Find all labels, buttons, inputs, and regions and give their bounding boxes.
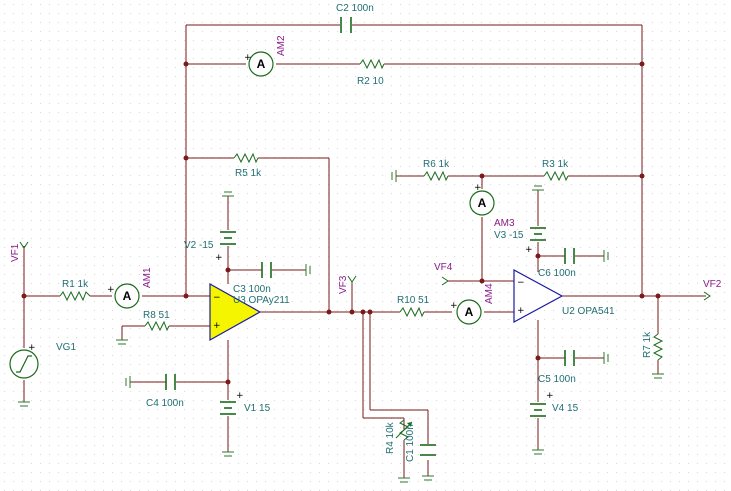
ammeter-am4[interactable]: A + xyxy=(450,299,482,325)
label-am4: AM4 xyxy=(484,283,495,304)
resistor-r2[interactable] xyxy=(359,58,385,70)
label-c6: C6 100n xyxy=(538,268,576,279)
label-r5: R5 1k xyxy=(235,168,262,179)
svg-text:+: + xyxy=(236,391,244,401)
label-r4: R4 10k xyxy=(385,421,396,454)
signal-generator-vg1[interactable]: + xyxy=(9,343,39,379)
svg-text:+: + xyxy=(28,343,36,353)
svg-text:A: A xyxy=(478,196,487,210)
resistor-r8[interactable] xyxy=(144,320,170,332)
svg-text:+: + xyxy=(215,253,223,263)
resistor-r5[interactable] xyxy=(233,152,259,164)
resistor-r10[interactable] xyxy=(399,306,425,318)
label-r2: R2 10 xyxy=(357,76,384,87)
battery-v2[interactable]: + xyxy=(215,231,236,263)
probe-vf3[interactable] xyxy=(347,275,357,283)
svg-text:+: + xyxy=(546,391,554,401)
opamp-u2[interactable]: − + xyxy=(513,268,564,324)
label-r8: R8 51 xyxy=(143,310,170,321)
label-v4: V4 15 xyxy=(552,403,579,414)
svg-text:+: + xyxy=(244,53,252,63)
label-vf1: VF1 xyxy=(10,243,21,262)
wires xyxy=(23,24,706,478)
label-u2: U2 OPA541 xyxy=(562,306,615,317)
label-r10: R10 51 xyxy=(397,295,430,306)
probe-vf2[interactable] xyxy=(703,291,711,301)
opamp-u3[interactable]: − + xyxy=(209,282,262,342)
resistor-r7[interactable] xyxy=(652,333,664,361)
capacitor-c3[interactable] xyxy=(261,262,272,278)
capacitor-c6[interactable] xyxy=(564,248,575,264)
potentiometer-r4[interactable] xyxy=(395,419,413,441)
label-u3: U3 OPAy211 xyxy=(233,295,290,306)
svg-text:A: A xyxy=(465,305,474,319)
resistor-r1[interactable] xyxy=(59,290,91,302)
label-vg1: VG1 xyxy=(56,342,76,353)
svg-text:+: + xyxy=(525,245,533,255)
label-r6: R6 1k xyxy=(423,159,450,170)
probe-vf1[interactable] xyxy=(19,241,29,252)
label-vf3: VF3 xyxy=(338,275,349,294)
ammeter-am1[interactable]: A + xyxy=(107,283,140,309)
label-v3: V3 -15 xyxy=(494,230,524,241)
label-am1: AM1 xyxy=(142,267,153,288)
capacitor-c1[interactable] xyxy=(420,444,436,456)
label-r7: R7 1k xyxy=(642,331,653,358)
ammeter-am3[interactable]: A + xyxy=(469,183,495,216)
ground-symbols xyxy=(18,170,664,483)
capacitor-c5[interactable] xyxy=(564,350,575,366)
svg-text:A: A xyxy=(123,289,132,303)
label-c2: C2 100n xyxy=(336,3,374,14)
battery-v3[interactable]: + xyxy=(525,227,546,255)
label-v2: V2 -15 xyxy=(184,240,214,251)
label-vf4: VF4 xyxy=(434,262,453,273)
label-vf2: VF2 xyxy=(703,279,722,290)
label-c1: C1 100n xyxy=(405,424,416,462)
resistor-r3[interactable] xyxy=(543,170,569,182)
svg-text:+: + xyxy=(517,306,525,316)
label-am2: AM2 xyxy=(276,35,287,56)
junction-dots xyxy=(21,61,661,385)
label-r3: R3 1k xyxy=(542,159,569,170)
label-c5: C5 100n xyxy=(538,374,576,385)
svg-text:+: + xyxy=(107,285,115,295)
svg-text:−: − xyxy=(213,293,221,303)
svg-text:A: A xyxy=(257,57,266,71)
svg-text:+: + xyxy=(474,183,482,193)
probe-vf4[interactable] xyxy=(441,276,449,286)
label-am3: AM3 xyxy=(494,218,515,229)
svg-text:+: + xyxy=(450,301,458,311)
ammeter-am2[interactable]: A + xyxy=(244,51,274,77)
label-v1: V1 15 xyxy=(244,403,271,414)
resistor-r6[interactable] xyxy=(423,170,449,182)
capacitor-c4[interactable] xyxy=(165,374,176,390)
label-c3: C3 100n xyxy=(233,284,271,295)
label-r1: R1 1k xyxy=(62,279,89,290)
battery-v4[interactable]: + xyxy=(530,391,554,417)
svg-text:+: + xyxy=(213,321,221,331)
capacitor-c2[interactable] xyxy=(340,17,352,33)
svg-text:−: − xyxy=(517,278,525,288)
battery-v1[interactable]: + xyxy=(220,391,244,415)
label-c4: C4 100n xyxy=(146,398,184,409)
